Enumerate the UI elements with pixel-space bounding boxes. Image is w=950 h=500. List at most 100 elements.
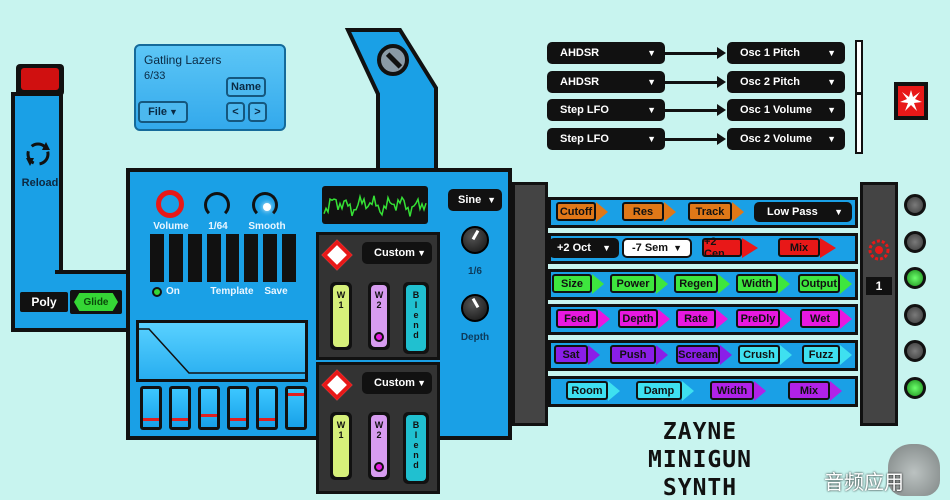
wave-2-slot[interactable]: W2 (368, 282, 390, 350)
fader[interactable] (227, 386, 249, 430)
lfo-wave-dropdown[interactable]: Sine▼ (448, 189, 502, 211)
fx-param[interactable]: Scream (676, 345, 720, 364)
step-bar[interactable] (263, 234, 278, 282)
blend-slot[interactable]: Blend (403, 412, 429, 484)
poly-button[interactable]: Poly (20, 292, 68, 312)
fx-led-off[interactable] (904, 194, 926, 216)
fader[interactable] (256, 386, 278, 430)
mod-target-dropdown[interactable]: Osc 1 Pitch▼ (727, 42, 845, 64)
semitone-label: -7 Sem (632, 242, 669, 254)
template-button[interactable]: Template (210, 286, 254, 297)
arrow-right-icon (820, 238, 836, 258)
mod-source-dropdown[interactable]: Step LFO▼ (547, 127, 665, 150)
wave-1-slot-label: W1 (336, 420, 346, 440)
step-bar[interactable] (206, 234, 221, 282)
fx-param[interactable]: Res (622, 202, 664, 221)
step-sequencer[interactable] (150, 234, 296, 282)
save-button[interactable]: Save (264, 286, 288, 297)
osc-type-dropdown[interactable]: Custom▼ (362, 372, 432, 394)
fx-led-off[interactable] (904, 340, 926, 362)
reload-icon[interactable] (22, 140, 54, 168)
randomize-button[interactable] (894, 82, 928, 120)
fx-param[interactable]: Depth (618, 309, 658, 328)
fx-param[interactable]: Mix (788, 381, 830, 400)
fx-param[interactable]: PreDly (736, 309, 780, 328)
wave-2-slot-label: W2 (374, 420, 384, 440)
mod-target-dropdown[interactable]: Osc 2 Pitch▼ (727, 70, 845, 93)
chevron-down-icon: ▼ (169, 107, 178, 117)
step-bar[interactable] (282, 234, 296, 282)
fx-param[interactable]: Track (688, 202, 732, 221)
glide-toggle[interactable]: Glide (70, 290, 122, 314)
step-bar[interactable] (150, 234, 164, 282)
fx-led-on[interactable] (904, 376, 926, 399)
fx-param[interactable]: Wet (800, 309, 840, 328)
arrow-right-icon (596, 202, 608, 222)
fx-param[interactable]: Sat (554, 345, 588, 364)
fx-param[interactable]: Fuzz (802, 345, 840, 364)
fader[interactable] (169, 386, 191, 430)
file-menu-button[interactable]: File▼ (138, 101, 188, 123)
mod-target-dropdown[interactable]: Osc 1 Volume▼ (727, 99, 845, 121)
preset-count: 6/33 (144, 70, 166, 82)
fader[interactable] (198, 386, 220, 430)
fx-param[interactable]: Power (610, 274, 656, 293)
fx-param[interactable]: Size (552, 274, 592, 293)
step-bar[interactable] (244, 234, 259, 282)
fx-param[interactable]: Feed (556, 309, 598, 328)
division-knob[interactable] (204, 192, 230, 218)
semitone-dropdown[interactable]: -7 Sem▼ (622, 238, 692, 258)
wave-1-slot[interactable]: W1 (330, 282, 352, 350)
fx-param[interactable]: Regen (674, 274, 718, 293)
envelope-display[interactable] (136, 320, 308, 382)
wave-2-slot[interactable]: W2 (368, 412, 390, 480)
fx-param[interactable]: Width (710, 381, 754, 400)
prev-preset-button[interactable]: < (226, 102, 245, 122)
step-bar[interactable] (187, 234, 202, 282)
arrow-right-icon (732, 202, 744, 222)
lfo-depth-knob[interactable] (461, 294, 489, 322)
fx-led-off[interactable] (904, 230, 926, 253)
osc-type-dropdown[interactable]: Custom▼ (362, 242, 432, 264)
fx-led-off[interactable] (904, 303, 926, 326)
name-button[interactable]: Name (226, 77, 266, 97)
step-bar[interactable] (225, 234, 240, 282)
fader-level (259, 417, 275, 421)
fx-param[interactable]: +2 Cen (702, 236, 742, 260)
gear-icon[interactable] (865, 236, 893, 264)
mod-source-dropdown[interactable]: AHDSR▼ (547, 70, 665, 93)
mod-amount-slider[interactable] (855, 40, 863, 154)
mod-target-dropdown[interactable]: Osc 2 Volume▼ (727, 127, 845, 150)
filter-type-dropdown[interactable]: Low Pass▼ (754, 202, 852, 222)
fx-param[interactable]: Output (798, 274, 840, 293)
mod-source-dropdown[interactable]: AHDSR▼ (547, 42, 665, 64)
mod-connector (665, 109, 719, 112)
next-preset-button[interactable]: > (248, 102, 267, 122)
on-led[interactable] (152, 287, 162, 297)
fader[interactable] (140, 386, 162, 430)
mod-source-dropdown[interactable]: Step LFO▼ (547, 99, 665, 121)
fx-param[interactable]: Mix (778, 238, 820, 257)
fx-param[interactable]: Push (610, 345, 656, 364)
arrow-right-icon (717, 75, 726, 88)
fx-param[interactable]: Width (736, 274, 778, 293)
lfo-rate-knob[interactable] (461, 226, 489, 254)
fx-param[interactable]: Room (566, 381, 608, 400)
fx-param[interactable]: Damp (636, 381, 682, 400)
handle-screw-icon[interactable] (377, 44, 409, 76)
arrow-right-icon (840, 309, 852, 329)
fader[interactable] (285, 386, 307, 430)
volume-knob[interactable] (156, 190, 184, 218)
mod-target-label: Osc 2 Pitch (740, 75, 800, 88)
fx-param[interactable]: Rate (676, 309, 716, 328)
step-bar[interactable] (168, 234, 183, 282)
fx-param[interactable]: Crush (738, 345, 780, 364)
wave-1-slot[interactable]: W1 (330, 412, 352, 480)
smooth-knob[interactable] (252, 192, 278, 218)
blend-slot[interactable]: Blend (403, 282, 429, 354)
fx-param[interactable]: Cutoff (556, 202, 596, 221)
octave-dropdown[interactable]: +2 Oct▼ (549, 238, 619, 258)
fx-led-on[interactable] (904, 267, 926, 289)
mod-source-label: AHDSR (560, 75, 600, 88)
arrow-right-icon (830, 381, 842, 401)
